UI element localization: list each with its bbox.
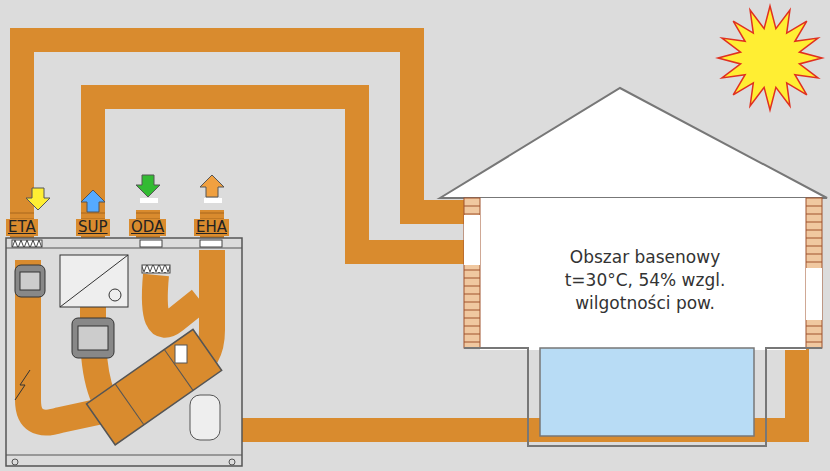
port-label: ETA (6, 219, 38, 236)
house (440, 88, 827, 446)
exhaust-arrow (200, 175, 224, 197)
outdoor-arrow (136, 175, 160, 197)
extract-arrow (26, 188, 50, 210)
port-label: EHA (194, 219, 229, 236)
sun (718, 6, 822, 110)
port-label: SUP (76, 219, 110, 236)
zone-text: Obszar basenowy t=30°C, 54% wzgl. wilgot… (551, 246, 739, 315)
zone-box: Obszar basenowy t=30°C, 54% wzgl. wilgot… (545, 242, 745, 319)
port-label: ODA (129, 219, 166, 236)
supply-arrow (81, 190, 105, 212)
air-handling-unit (6, 238, 242, 466)
